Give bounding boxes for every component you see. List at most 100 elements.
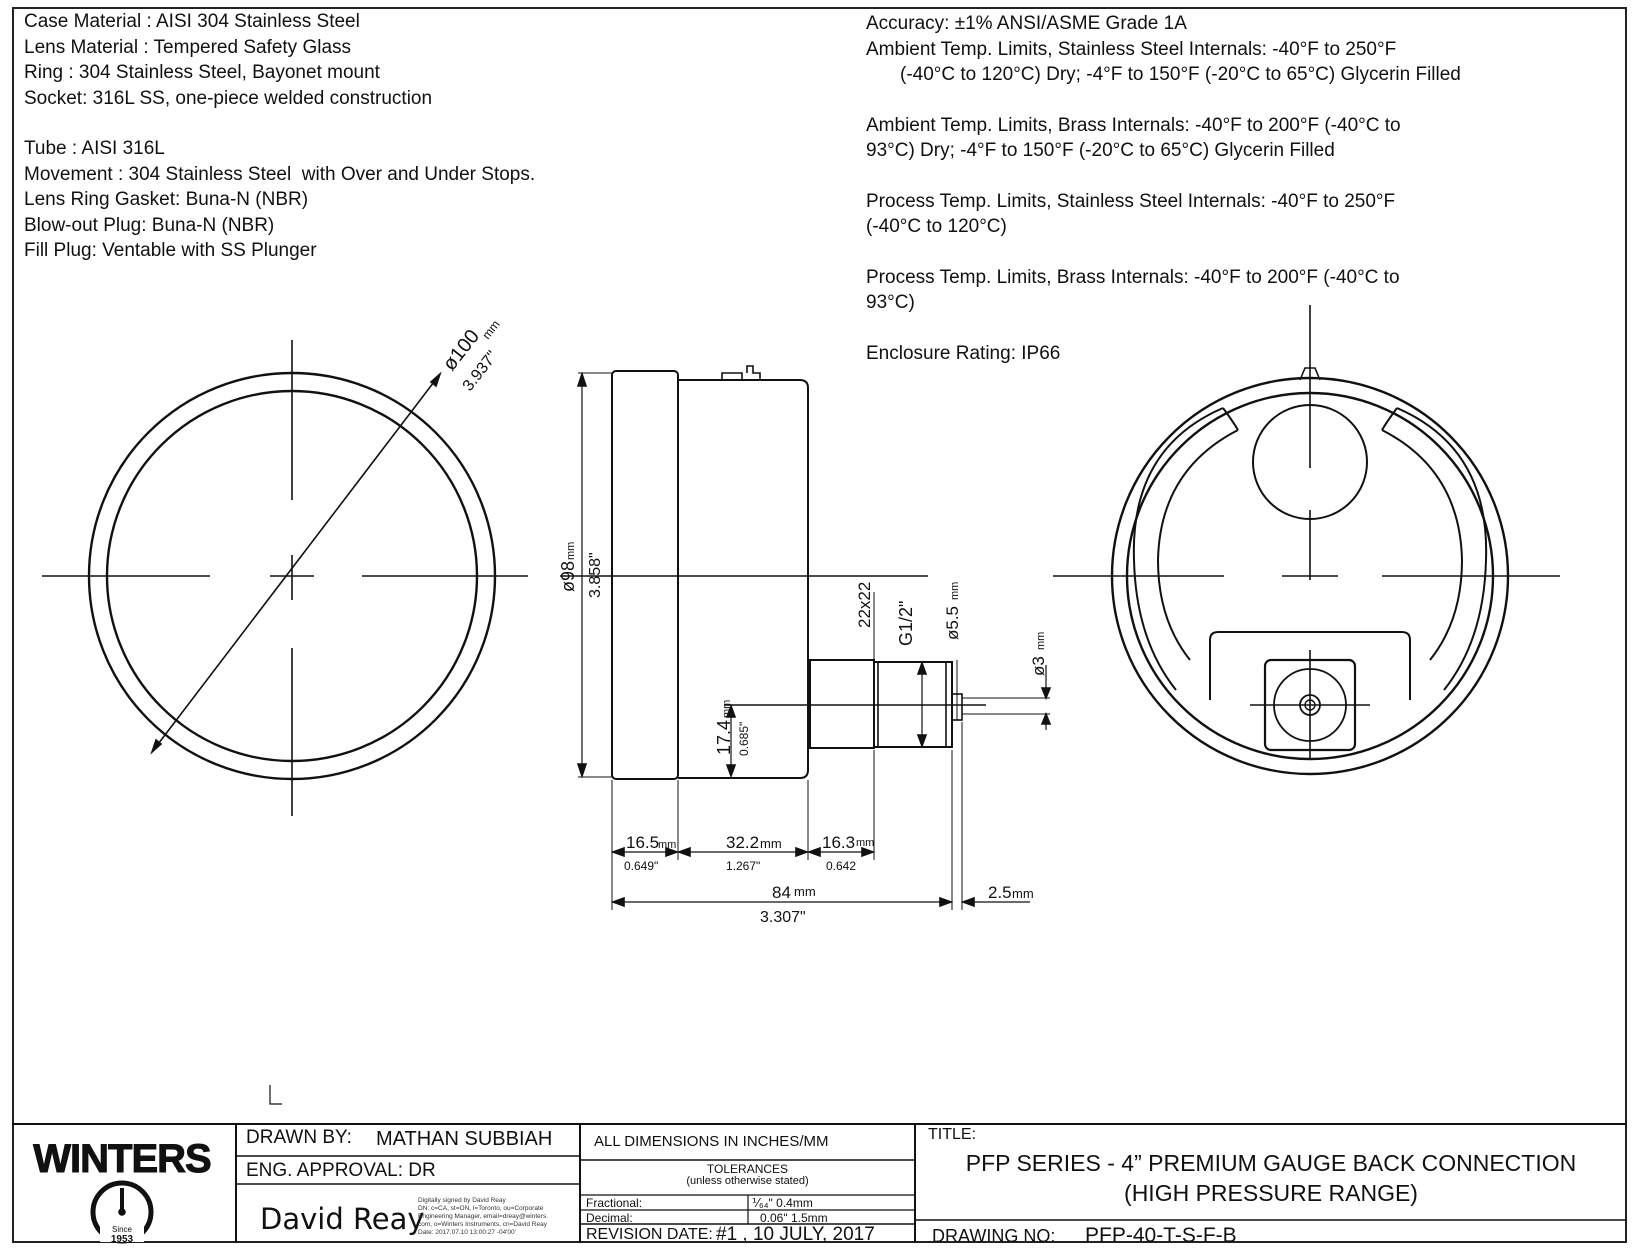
- dia98-inch: 3.858": [587, 552, 604, 598]
- sig-line: com, o=Winters Instruments, cn=David Rea…: [418, 1221, 547, 1228]
- spec-ambient-brass: Ambient Temp. Limits, Brass Internals: -…: [866, 114, 1401, 136]
- logo-wordmark: WINTERS: [33, 1137, 211, 1181]
- spec-ambient-brass-cont: 93°C) Dry; -4°F to 150°F (-20°C to 65°C)…: [866, 140, 1335, 161]
- fractional-value: ⅟₆₄" 0.4mm: [752, 1196, 813, 1210]
- eng-approval: ENG. APPROVAL: DR: [246, 1160, 436, 1181]
- dim-arrow: [795, 846, 810, 858]
- hex-label: 22x22: [855, 582, 874, 628]
- spec-case-material: Case Material : AISI 304 Stainless Steel: [24, 11, 360, 32]
- signature: David Reay: [260, 1202, 425, 1236]
- dim-arrow: [665, 846, 680, 858]
- sig-line: DN: c=CA, st=ON, l=Toronto, ou=Corporate: [418, 1205, 544, 1212]
- side-socket-hex: [809, 659, 875, 749]
- fractional-label: Fractional:: [586, 1196, 643, 1210]
- spec-gasket: Lens Ring Gasket: Buna-N (NBR): [24, 189, 309, 210]
- orifice-unit: mm: [1035, 632, 1047, 650]
- digital-signature-details: Digitally signed by David Reay DN: c=CA,…: [418, 1197, 548, 1237]
- all-dimensions-note: ALL DIMENSIONS IN INCHES/MM: [594, 1133, 829, 1150]
- material-specs: Case Material : AISI 304 Stainless Steel…: [24, 9, 535, 264]
- spec-process-brass-cont: 93°C): [866, 292, 915, 313]
- dim-arrow: [676, 846, 691, 858]
- drawing-no-value: PFP-40-T-S-F-B: [1085, 1224, 1237, 1247]
- spec-enclosure: Enclosure Rating: IP66: [866, 342, 1061, 364]
- logo-year: 1953: [111, 1234, 134, 1245]
- side-fill-plug: [721, 372, 743, 380]
- back-right-slot: [1381, 407, 1488, 691]
- spec-lens-material: Lens Material : Tempered Safety Glass: [24, 36, 352, 58]
- total-label: 84: [772, 883, 791, 902]
- offset-label: 17.4: [714, 720, 734, 755]
- front-view: ø100 mm 3.937": [42, 317, 528, 816]
- d1-inch: 0.649": [624, 859, 658, 873]
- bore-unit: mm: [949, 582, 961, 600]
- dia100-arrow: [429, 371, 442, 388]
- dia98-label: ø98: [558, 561, 578, 592]
- dia100-leader: [151, 373, 441, 753]
- tip-label: 2.5: [988, 883, 1012, 902]
- d2-unit: mm: [760, 836, 782, 851]
- spec-ambient-ss-cont: (-40°C to 120°C) Dry; -4°F to 150°F (-20…: [900, 64, 1461, 85]
- d2-inch: 1.267": [726, 859, 760, 873]
- dia98-unit: mm: [565, 542, 577, 560]
- decimal-value: 0.06" 1.5mm: [760, 1211, 828, 1225]
- dim-arrow: [576, 371, 588, 387]
- dim-arrow: [1040, 687, 1052, 701]
- side-fill-plug: [746, 365, 761, 380]
- side-bezel: [611, 370, 679, 780]
- dim-arrow: [725, 703, 737, 718]
- back-left-slot: [1132, 407, 1239, 691]
- tolerances-sub: (unless otherwise stated): [686, 1175, 809, 1187]
- spec-movement: Movement : 304 Stainless Steel with Over…: [24, 163, 536, 185]
- spec-ring: Ring : 304 Stainless Steel, Bayonet moun…: [24, 62, 380, 83]
- logo-badge: [100, 1224, 144, 1242]
- dia100-unit: mm: [479, 317, 502, 341]
- bore-label: ø5.5: [943, 606, 962, 640]
- back-right-slot: [1381, 407, 1398, 431]
- offset-inch: 0.685": [737, 722, 751, 756]
- spec-ambient-ss: Ambient Temp. Limits, Stainless Steel In…: [866, 38, 1397, 60]
- dim-arrow: [861, 846, 876, 858]
- title-block-grid: [12, 1123, 1627, 1243]
- decimal-label: Decimal:: [586, 1211, 633, 1225]
- logo-gauge-hub: [118, 1208, 126, 1216]
- dim-arrow: [610, 846, 625, 858]
- dim-arrow: [916, 660, 928, 675]
- spec-process-brass: Process Temp. Limits, Brass Internals: -…: [866, 266, 1400, 288]
- dim-arrow: [960, 896, 975, 908]
- orifice-label: ø3: [1029, 656, 1048, 676]
- spec-process-ss-cont: (-40°C to 120°C): [866, 216, 1007, 237]
- total-inch: 3.307": [760, 909, 806, 926]
- dim-arrow: [939, 896, 954, 908]
- spec-blowout-plug: Blow-out Plug: Buna-N (NBR): [24, 214, 275, 236]
- spec-tube: Tube : AISI 316L: [24, 138, 165, 159]
- dim-arrow: [725, 764, 737, 779]
- performance-specs: Accuracy: ±1% ANSI/ASME Grade 1A Ambient…: [866, 11, 1461, 366]
- corner-mark: [269, 1085, 282, 1105]
- drawing-title-line2: (HIGH PRESSURE RANGE): [1124, 1180, 1418, 1206]
- tip-unit: mm: [1012, 886, 1034, 901]
- spec-socket: Socket: 316L SS, one-piece welded constr…: [24, 87, 433, 109]
- offset-unit: mm: [721, 700, 733, 718]
- back-view: [1053, 305, 1560, 776]
- sig-line: Engineering Manager, email=dreay@winters…: [418, 1213, 548, 1220]
- tolerances-heading: TOLERANCES: [706, 1162, 789, 1176]
- back-bracket: [1209, 631, 1411, 700]
- d1-label: 16.5: [626, 833, 659, 852]
- drawn-by-value: MATHAN SUBBIAH: [376, 1128, 553, 1150]
- drawing-no-label: DRAWING NO:: [932, 1226, 1056, 1246]
- thread-label: G1/2": [896, 601, 916, 646]
- drawn-by-label: DRAWN BY:: [246, 1127, 352, 1148]
- revision-label: REVISION DATE:: [586, 1226, 713, 1243]
- spec-process-ss: Process Temp. Limits, Stainless Steel In…: [866, 190, 1396, 212]
- dim-arrow: [806, 846, 821, 858]
- dim-arrow: [610, 896, 625, 908]
- side-view: ø98 mm 3.858" 17.4 mm 0.685" 22x22 G1/2"…: [558, 365, 1052, 926]
- dim-arrow: [916, 734, 928, 749]
- sig-line: Date: 2017.07.10 13:00:27 -04'00': [418, 1229, 516, 1236]
- dim-arrow: [576, 763, 588, 779]
- title-label: TITLE:: [928, 1126, 977, 1143]
- d1-unit: mm: [658, 839, 676, 851]
- d3-unit: mm: [856, 837, 874, 849]
- revision-value: #1 , 10 JULY, 2017: [716, 1224, 875, 1245]
